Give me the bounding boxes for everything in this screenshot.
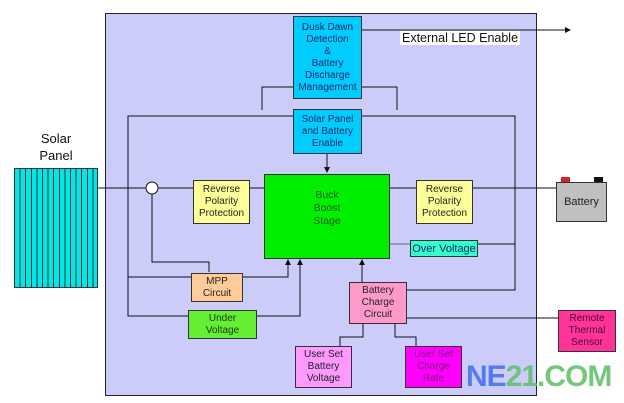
watermark: NE21.COM	[466, 360, 613, 394]
watermark-part1: NE	[466, 360, 507, 393]
current-sense-junction	[145, 181, 159, 195]
mpp-circuit-block: MPP Circuit	[191, 273, 243, 302]
over-voltage-block: Over Voltage	[410, 240, 478, 257]
user-set-charge-rate-block: User Set Charge Rate	[405, 346, 462, 388]
external-led-enable-label: External LED Enable	[400, 31, 521, 45]
wire-charge-to-usv	[339, 323, 364, 346]
reverse-polarity-output-block: Reverse Polarity Protection	[416, 180, 473, 224]
wire-enable-right-loop	[362, 115, 516, 291]
battery-negative-terminal-icon	[594, 177, 603, 183]
wire-uv-to-buck	[257, 259, 303, 317]
wire-mpp-to-buck	[243, 259, 291, 278]
solar-panel-icon	[14, 168, 98, 288]
buck-boost-stage-block: Buck Boost Stage	[264, 174, 390, 259]
user-set-battery-voltage-block: User Set Battery Voltage	[295, 346, 352, 388]
wire-sense-mpp	[151, 194, 210, 272]
wire-charge-to-rate	[394, 323, 417, 346]
remote-thermal-sensor-block: Remote Thermal Sensor	[558, 310, 616, 352]
battery-block: Battery	[556, 182, 607, 222]
wire-dusk-right	[362, 86, 398, 110]
solar-panel-label: Solar Panel	[39, 131, 73, 163]
dusk-dawn-detection-block: Dusk Dawn Detection & Battery Discharge …	[293, 16, 362, 99]
watermark-part2: 21.COM	[505, 360, 613, 393]
under-voltage-block: Under Voltage	[188, 310, 257, 339]
wire-dusk-left	[261, 86, 293, 110]
reverse-polarity-input-block: Reverse Polarity Protection	[193, 180, 250, 224]
wire-enable-left-loop	[127, 115, 293, 317]
battery-charge-circuit-block: Battery Charge Circuit	[349, 282, 407, 324]
battery-positive-terminal-icon	[561, 177, 570, 183]
solar-battery-enable-block: Solar Panel and Battery Enable	[293, 109, 362, 154]
